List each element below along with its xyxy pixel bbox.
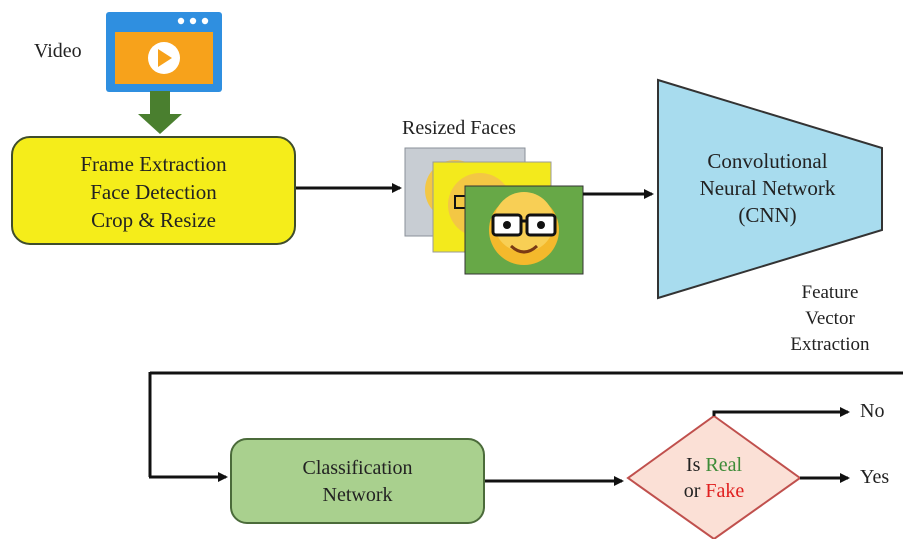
nerd-emoji-icon	[489, 192, 559, 265]
decision-diamond	[626, 414, 802, 539]
feature-line2: Vector	[805, 308, 855, 329]
cnn-line2: Neural Network	[699, 176, 836, 200]
decision-is: Is	[685, 454, 701, 476]
decision-or: or	[683, 480, 701, 502]
decision-text: Is Real or Fake	[640, 452, 788, 504]
frame-box-line3: Crop & Resize	[91, 208, 216, 232]
cnn-line3: (CNN)	[738, 203, 797, 227]
cnn-text: Convolutional Neural Network (CNN)	[660, 148, 875, 229]
feature-label: Feature Vector Extraction	[770, 280, 890, 358]
cnn-block	[657, 78, 883, 300]
decision-line1: Is Real	[640, 452, 788, 478]
decision-real: Real	[705, 454, 743, 476]
down-arrow-icon	[138, 91, 182, 134]
feature-line3: Extraction	[790, 334, 870, 355]
arrow-to-no	[712, 407, 850, 417]
output-no: No	[860, 400, 885, 422]
frame-box-text: Frame Extraction Face Detection Crop & R…	[12, 150, 295, 234]
face-card-front	[464, 185, 584, 275]
frame-box-line1: Frame Extraction	[80, 152, 227, 176]
video-window-icon	[106, 12, 222, 92]
resized-faces-label: Resized Faces	[402, 117, 516, 139]
frame-extraction-box	[11, 136, 296, 245]
classifier-text: Classification Network	[231, 455, 484, 509]
classification-network-box	[230, 438, 485, 524]
frame-box-line2: Face Detection	[90, 180, 217, 204]
cnn-line1: Convolutional	[707, 149, 828, 173]
classifier-line2: Network	[322, 484, 393, 506]
feature-line1: Feature	[801, 282, 859, 303]
output-yes: Yes	[860, 466, 890, 488]
video-label: Video	[34, 40, 82, 62]
decision-line2: or Fake	[640, 478, 788, 504]
classifier-line1: Classification	[302, 457, 413, 479]
decision-fake: Fake	[705, 480, 745, 502]
